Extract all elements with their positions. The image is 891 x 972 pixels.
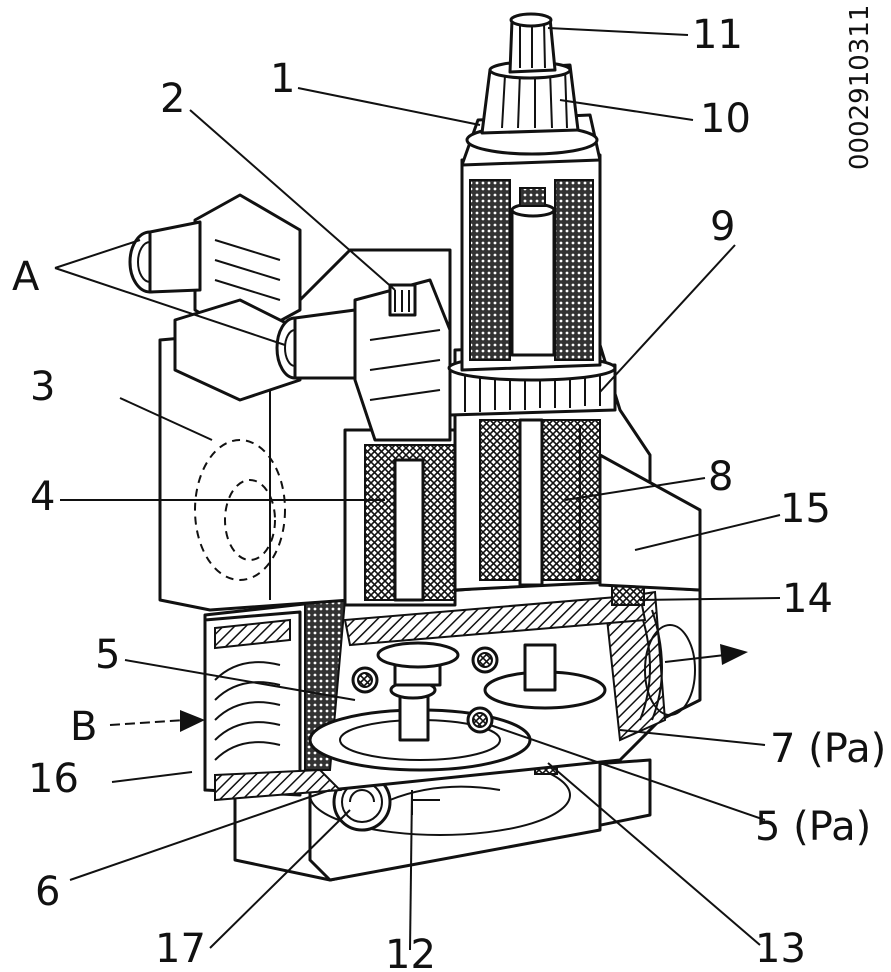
flow-arrow-inlet [109, 710, 205, 732]
label-6: 6 [35, 869, 60, 915]
label-5: 5 [95, 632, 120, 678]
adjustment-cylinder [460, 113, 602, 372]
label-11: 11 [692, 12, 743, 58]
valve-drawing [109, 12, 748, 882]
label-4: 4 [30, 474, 55, 520]
label-17: 17 [155, 926, 206, 972]
label-10: 10 [700, 96, 751, 142]
label-2: 2 [160, 76, 185, 122]
plug-a-upper [128, 220, 202, 294]
label-13: 13 [755, 926, 806, 972]
electrical-connector [173, 193, 452, 442]
label-a: A [12, 254, 40, 300]
leader-lines [54, 27, 781, 951]
label-1: 1 [270, 56, 295, 102]
label-9: 9 [710, 204, 735, 250]
callout-labels: 1 2 A 3 4 5 B 16 6 17 12 13 5 (Pa) 7 (Pa… [12, 5, 886, 972]
label-12: 12 [385, 932, 436, 972]
outlet-flange [603, 583, 702, 742]
label-5pa: 5 (Pa) [755, 804, 871, 850]
cap-11 [508, 12, 557, 74]
separator-plate [343, 593, 647, 647]
label-b: B [70, 704, 97, 750]
right-upper-body [598, 453, 702, 592]
flow-arrow-outlet [664, 644, 748, 665]
plug-a-lower [275, 308, 357, 380]
label-7pa: 7 (Pa) [770, 726, 886, 772]
solenoid-coil-4 [343, 428, 457, 607]
label-14: 14 [782, 576, 833, 622]
figure-code: 0002910311 [845, 5, 875, 170]
label-3: 3 [30, 364, 55, 410]
label-16: 16 [28, 756, 79, 802]
knob-10 [480, 60, 580, 135]
main-diaphragm [308, 641, 607, 772]
label-15: 15 [780, 486, 831, 532]
label-8: 8 [708, 454, 733, 500]
